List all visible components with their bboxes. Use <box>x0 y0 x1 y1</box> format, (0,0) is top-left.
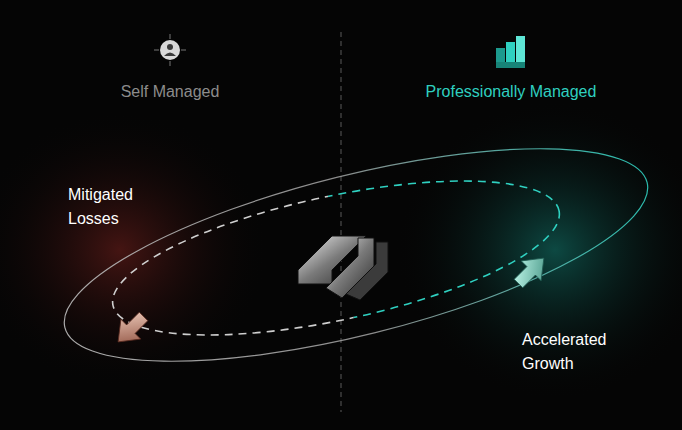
outcome-label: Mitigated Losses <box>68 183 178 231</box>
outcome-label: Accelerated Growth <box>522 328 642 376</box>
column-heading: Professionally Managed <box>426 80 597 104</box>
column-heading: Self Managed <box>121 80 220 104</box>
